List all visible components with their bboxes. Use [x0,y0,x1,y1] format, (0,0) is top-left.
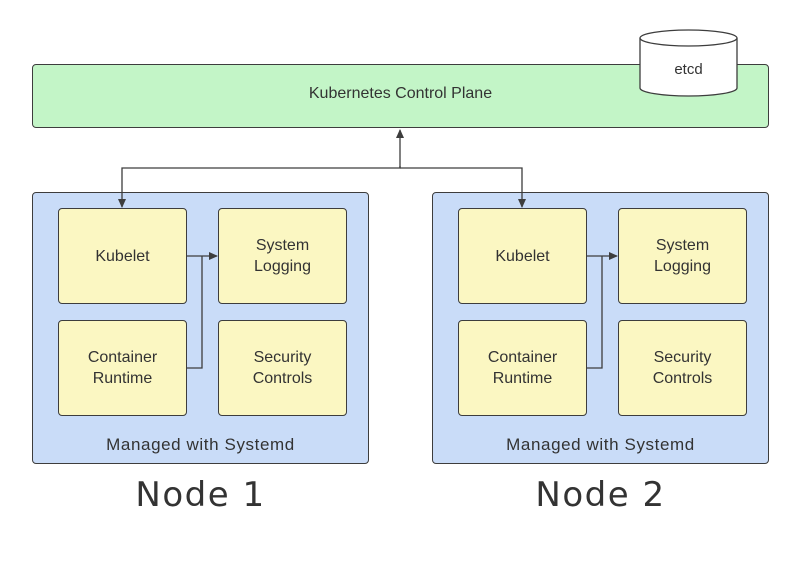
etcd-label: etcd [674,60,703,78]
node-1-footer: Managed with Systemd [106,435,295,454]
node-1-runtime-to-logging-connector [187,256,203,369]
node-2-footer: Managed with Systemd [506,435,695,454]
node-1-container-runtime: Container Runtime [58,320,187,416]
node-2-system-logging: System Logging [618,208,747,304]
node-1-system-logging: System Logging [218,208,347,304]
node-2-container-runtime: Container Runtime [458,320,587,416]
etcd-cylinder [639,29,738,97]
node-1-kubelet: Kubelet [58,208,187,304]
node-1-title: Node 1 [135,475,266,515]
node-2-security-controls: Security Controls [618,320,747,416]
node-2-kubelet: Kubelet [458,208,587,304]
control-plane-to-node-1-arrow [118,166,401,208]
node-2-title: Node 2 [535,475,666,515]
node-1-security-controls: Security Controls [218,320,347,416]
control-plane-label: Kubernetes Control Plane [308,85,493,102]
node-2-runtime-to-logging-connector [587,256,603,369]
control-plane-to-node-2-arrow [400,167,526,208]
